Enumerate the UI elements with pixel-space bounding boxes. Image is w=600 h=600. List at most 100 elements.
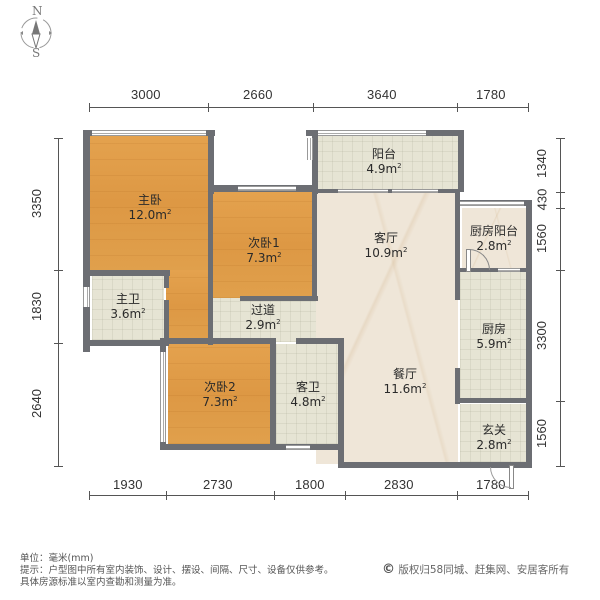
room-area: 4.8m [290, 395, 322, 409]
room-area: 5.9m [476, 337, 508, 351]
dimension-label: 1830 [28, 292, 44, 321]
wall [208, 130, 214, 194]
room-area: 2.8m [476, 438, 508, 452]
dimension-tick [457, 491, 458, 500]
wall [240, 296, 318, 301]
room-label-master-bedroom: 主卧 12.0m2 [129, 193, 172, 223]
dimension-tick [208, 103, 209, 112]
dimension-label: 2730 [203, 477, 233, 492]
superscript: 2 [321, 395, 326, 403]
dimension-tick [556, 208, 565, 209]
wall [160, 444, 344, 450]
wall [83, 270, 170, 276]
room-name: 玄关 [481, 423, 506, 437]
disclaimer-line-1: 提示：户型图中所有室内装饰、设计、摆设、间隔、尺寸、设备仅供参考。 [20, 565, 334, 576]
superscript: 2 [276, 318, 281, 326]
room-area: 10.9m [364, 246, 403, 260]
unit-note: 单位：毫米(mm) [20, 553, 94, 564]
dimension-tick [345, 491, 346, 500]
room-area: 7.3m [202, 395, 234, 409]
dimension-line [89, 495, 529, 496]
dimension-label: 2640 [28, 389, 44, 418]
dimension-label: 3640 [367, 87, 397, 102]
compass: N S [12, 4, 60, 60]
superscript: 2 [507, 438, 512, 446]
superscript: 2 [507, 337, 512, 345]
dimension-tick [54, 343, 63, 344]
room-bedroom1-floor [210, 192, 316, 298]
window [460, 201, 524, 206]
footer-notes: 单位：毫米(mm) 提示：户型图中所有室内装饰、设计、摆设、间隔、尺寸、设备仅供… [20, 553, 334, 589]
wall [208, 185, 213, 345]
room-name: 餐厅 [392, 367, 418, 381]
wall [164, 270, 169, 288]
copyright-text: 版权归58同城、赶集网、安居客所有 [398, 564, 570, 576]
wall [160, 338, 272, 344]
dimension-tick [556, 270, 565, 271]
dimension-tick [313, 103, 314, 112]
window [160, 352, 166, 442]
room-area: 12.0m [128, 208, 167, 222]
room-label-hallway: 过道 2.9m2 [245, 303, 280, 333]
room-label-bedroom2: 次卧2 7.3m2 [202, 380, 237, 410]
window [92, 130, 206, 136]
room-hallway-floor [210, 298, 316, 342]
window [307, 138, 313, 160]
dimension-tick [54, 270, 63, 271]
room-label-guest-bath: 客卫 4.8m2 [290, 380, 325, 410]
dimension-line [58, 138, 59, 466]
wall [83, 340, 169, 346]
room-label-living-room: 客厅 10.9m2 [365, 231, 408, 261]
dimension-label: 1780 [476, 87, 506, 102]
wall [83, 130, 90, 352]
window [238, 186, 296, 191]
room-name: 客卫 [295, 380, 320, 394]
superscript: 2 [166, 208, 172, 216]
room-name: 客厅 [373, 231, 399, 245]
wall [318, 189, 458, 193]
superscript: 2 [507, 239, 512, 247]
dimension-label: 1800 [295, 477, 325, 492]
dimension-label: 3300 [533, 321, 549, 350]
room-name: 主卫 [115, 292, 140, 306]
room-name: 厨房 [481, 322, 506, 336]
dimension-label: 3350 [28, 189, 44, 218]
copyright-notice: © 版权归58同城、赶集网、安居客所有 [382, 562, 569, 577]
room-area: 2.8m [476, 239, 508, 253]
room-label-bedroom1: 次卧1 7.3m2 [246, 236, 281, 266]
compass-north: N [32, 4, 43, 18]
dimension-label: 1560 [533, 224, 549, 253]
sliding-door [392, 189, 438, 193]
dimension-label: 2830 [384, 477, 414, 492]
room-label-entrance: 玄关 2.8m2 [476, 423, 511, 453]
window [83, 287, 90, 307]
sliding-door [338, 189, 388, 193]
dimension-tick [274, 491, 275, 500]
room-corridor-wood-floor [166, 270, 210, 342]
dimension-tick [89, 491, 90, 500]
dimension-line [560, 138, 561, 466]
room-balcony-floor [312, 136, 462, 192]
dimension-tick [54, 466, 63, 467]
room-area: 7.3m [246, 251, 278, 265]
room-kitchen-balcony-floor [462, 208, 526, 270]
superscript: 2 [233, 395, 238, 403]
room-master-bedroom-floor [90, 134, 214, 272]
room-label-balcony: 阳台 4.9m2 [366, 147, 401, 177]
room-master-bath-floor [92, 276, 164, 340]
dimension-tick [556, 466, 565, 467]
wall [455, 398, 531, 403]
room-label-dining-room: 餐厅 11.6m2 [384, 367, 427, 397]
room-kitchen-floor [460, 272, 526, 400]
room-entrance-floor [460, 404, 526, 462]
wall [296, 338, 344, 344]
room-name: 主卧 [137, 193, 163, 207]
room-name: 阳台 [371, 147, 396, 161]
dimension-tick [556, 401, 565, 402]
superscript: 2 [141, 307, 146, 315]
superscript: 2 [402, 246, 408, 254]
window [498, 268, 520, 272]
dimension-label: 2660 [243, 87, 273, 102]
wall [164, 300, 169, 344]
dimension-tick [54, 138, 63, 139]
